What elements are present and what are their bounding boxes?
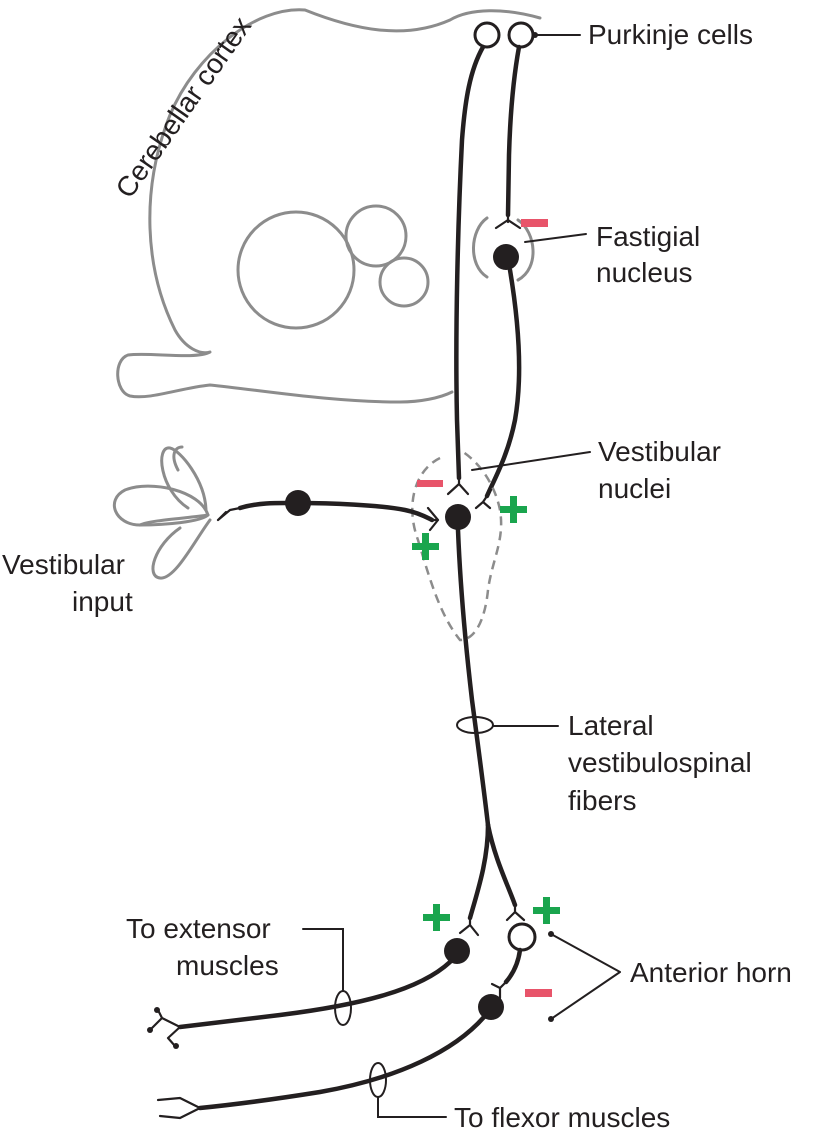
vestibular-nuclei-leader — [471, 451, 591, 471]
excitatory-sign-vestibular-left — [412, 533, 439, 560]
fastigial-leader — [524, 233, 587, 243]
excitatory-sign-extensor — [423, 904, 450, 931]
inhibitory-interneuron — [507, 922, 537, 952]
flexor-label: To flexor muscles — [454, 1102, 670, 1133]
fastigial-neuron — [493, 244, 519, 270]
cerebellar-cortex-label: Cerebellar cortex — [110, 11, 258, 203]
flexor-motor-neuron — [478, 994, 504, 1020]
flexor-leader — [377, 1096, 447, 1118]
inhibitory-sign-flexor — [525, 989, 552, 997]
interneuron-synapse — [505, 903, 526, 922]
extensor-terminal — [148, 1008, 182, 1048]
flexor-terminal — [156, 1096, 202, 1120]
purkinje-cell-right — [507, 21, 535, 49]
inhibitory-sign-vestibular — [417, 480, 443, 487]
extensor-motor-neuron — [444, 938, 470, 964]
extensor-leader — [302, 928, 344, 992]
purkinje-axon-to-vestibular — [454, 44, 486, 481]
lvs-branch-flexor — [485, 822, 518, 908]
anterior-horn-leader — [550, 933, 621, 1020]
anterior-horn-label: Anterior horn — [630, 957, 792, 988]
extensor-terminal-dot-2 — [173, 1043, 179, 1049]
fastigial-synapse — [494, 213, 522, 230]
vestibular-afferent-axon — [237, 500, 435, 523]
vestibular-ganglion-neuron — [285, 490, 311, 516]
vestibular-input-label-line1: Vestibular — [2, 549, 125, 580]
vestibular-input-label-line2: input — [72, 586, 133, 617]
vestibular-synapse-purkinje — [446, 476, 470, 496]
vestibular-afferent-synapse — [426, 506, 440, 532]
lvs-label-line1: Lateral — [568, 710, 654, 741]
fastigial-axon — [484, 267, 522, 499]
lvs-label-line2: vestibulospinal — [568, 747, 752, 778]
extensor-label-line1: To extensor — [126, 913, 271, 944]
fastigial-label-line2: nucleus — [596, 257, 693, 288]
vestibular-nucleus-neuron — [445, 504, 471, 530]
folium-medium — [344, 204, 408, 268]
extensor-terminal-dot-1 — [147, 1027, 153, 1033]
flexor-motor-axon — [197, 1014, 487, 1111]
fastigial-nucleus-outline — [472, 216, 489, 279]
interneuron-axon — [503, 947, 523, 985]
vestibular-apparatus — [112, 445, 212, 580]
purkinje-leader-dot — [532, 32, 538, 38]
excitatory-sign-vestibular-right — [500, 496, 527, 523]
extensor-motor-axon — [177, 959, 453, 1030]
vestibular-nuclei-outline — [411, 448, 503, 642]
cerebellar-cortex-outline — [116, 8, 542, 404]
vestibular-synapse-fastigial — [474, 494, 492, 510]
vestibular-nuclei-label-line2: nuclei — [598, 473, 671, 504]
purkinje-cells-label: Purkinje cells — [588, 19, 753, 50]
inhibitory-sign-fastigial — [521, 219, 548, 227]
fastigial-label-line1: Fastigial — [596, 221, 700, 252]
flexor-synapse — [490, 980, 508, 1000]
lateral-vestibulospinal-axon — [455, 527, 491, 828]
excitatory-sign-interneuron — [533, 897, 560, 924]
purkinje-cell-left — [473, 21, 501, 49]
folium-small — [378, 256, 430, 308]
vestibular-nuclei-label-line1: Vestibular — [598, 436, 721, 467]
vestibular-afferent-terminal — [216, 506, 242, 522]
lvs-branch-extensor — [467, 822, 491, 921]
extensor-terminal-dot-3 — [154, 1007, 160, 1013]
extensor-label-line2: muscles — [176, 950, 279, 981]
lvs-label-line3: fibers — [568, 785, 636, 816]
folium-large — [236, 210, 356, 330]
purkinje-axon-to-fastigial — [505, 44, 522, 218]
extensor-synapse — [458, 916, 480, 937]
